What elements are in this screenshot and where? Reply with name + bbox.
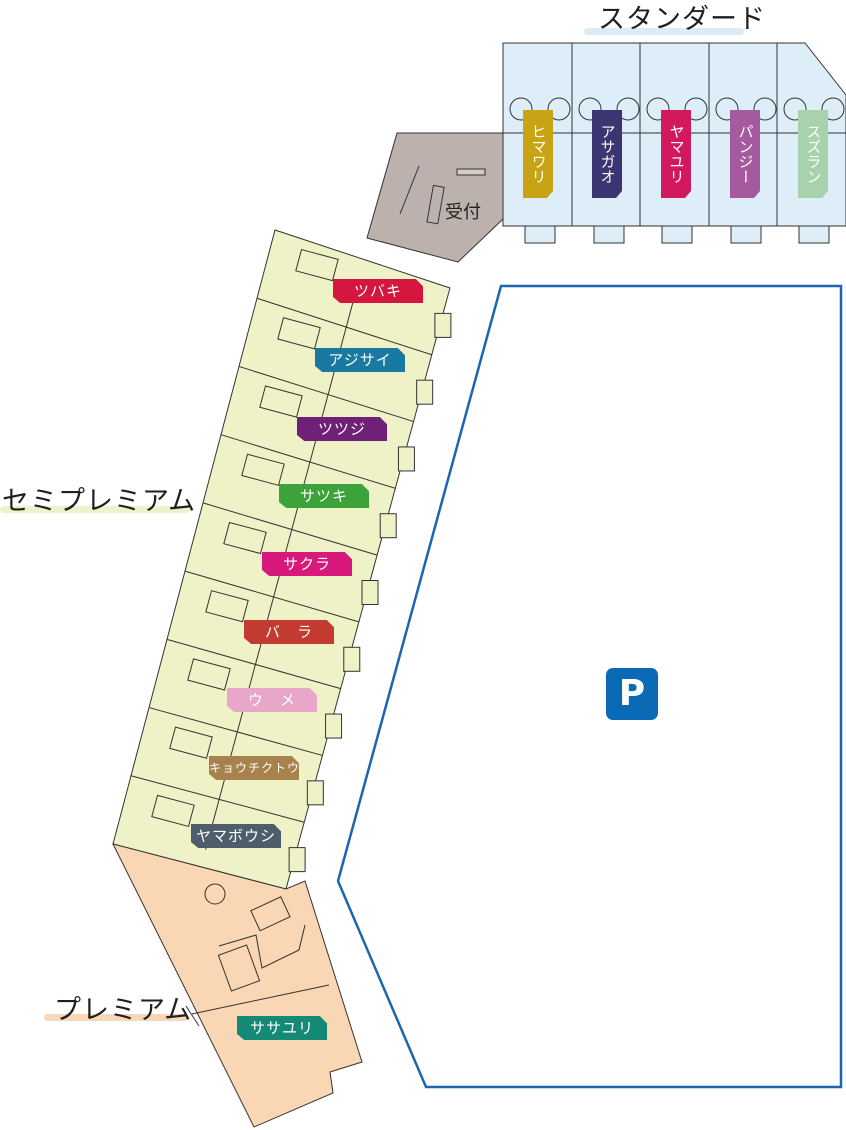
standard-unit-tag[interactable]: パンジー	[730, 110, 760, 198]
reception-building	[366, 132, 504, 263]
standard-bath-circle	[646, 97, 670, 121]
semi-premium-wall	[256, 297, 432, 356]
premium-building	[112, 843, 363, 1128]
standard-bath-circle	[783, 97, 807, 121]
standard-step	[524, 225, 556, 244]
semi-premium-bed	[205, 590, 249, 623]
premium-bed	[217, 944, 261, 992]
standard-bath-circle	[684, 97, 708, 121]
premium-unit-tag[interactable]: ササユリ	[237, 1016, 327, 1040]
semi-premium-unit-tag[interactable]: アジサイ	[315, 348, 405, 372]
premium-category-label: プレミアム	[54, 995, 193, 1026]
semi-premium-unit-tag[interactable]: キョウチクトウ	[209, 756, 299, 780]
standard-step	[730, 225, 762, 244]
standard-bath-circle	[578, 97, 602, 121]
semi-premium-step	[288, 847, 306, 873]
semi-premium-step	[325, 713, 343, 739]
standard-unit-tag[interactable]: スズラン	[798, 110, 828, 198]
premium-wall	[191, 984, 330, 1015]
standard-bath-circle	[753, 97, 777, 121]
standard-unit-tag[interactable]: ヤマユリ	[661, 110, 691, 198]
semi-premium-category-label: セミプレミアム	[2, 486, 197, 517]
semi-premium-bed	[259, 385, 303, 418]
semi-premium-unit-tag[interactable]: ツバキ	[333, 279, 423, 303]
standard-category-label: スタンダード	[598, 4, 766, 35]
premium-furniture	[250, 896, 291, 932]
semi-premium-label-underline	[0, 506, 190, 513]
standard-bath-circle	[715, 97, 739, 121]
standard-bath-circle	[547, 97, 571, 121]
semi-premium-bed	[295, 248, 339, 282]
semi-premium-wall	[202, 502, 378, 556]
semi-premium-unit-tag[interactable]: ヤマボウシ	[191, 824, 281, 848]
standard-step	[661, 225, 693, 244]
semi-premium-step	[343, 646, 361, 672]
reception-counter	[426, 184, 445, 225]
standard-bath-circle	[509, 97, 533, 121]
premium-wall	[218, 924, 306, 969]
standard-step	[798, 225, 830, 244]
semi-premium-step	[397, 446, 415, 472]
semi-premium-unit-tag[interactable]: バ ラ	[244, 620, 334, 644]
semi-premium-unit-tag[interactable]: サクラ	[262, 552, 352, 576]
parking-lot	[336, 284, 843, 1089]
semi-premium-bed	[187, 658, 231, 691]
semi-premium-wall	[166, 638, 341, 690]
premium-wall	[185, 1005, 200, 1027]
standard-step	[593, 225, 625, 244]
semi-premium-step	[306, 780, 324, 806]
semi-premium-unit-tag[interactable]: ツツジ	[297, 417, 387, 441]
standard-bath-circle	[821, 97, 845, 121]
semi-premium-step	[379, 513, 397, 539]
semi-premium-step	[434, 312, 452, 338]
semi-premium-wall	[238, 365, 414, 423]
reception-wall	[399, 165, 420, 215]
premium-bath	[204, 883, 226, 905]
standard-unit-tag[interactable]: ヒマワリ	[523, 110, 553, 198]
standard-label-underline	[584, 28, 744, 35]
semi-premium-wall	[130, 775, 305, 823]
semi-premium-bed	[223, 521, 267, 555]
semi-premium-wall	[184, 570, 360, 623]
parking-sign: P	[606, 668, 658, 720]
premium-label-underline	[44, 1014, 188, 1021]
semi-premium-unit-tag[interactable]: サツキ	[279, 484, 369, 508]
semi-premium-bed	[277, 317, 321, 350]
semi-premium-bed	[169, 726, 213, 759]
semi-premium-bed	[151, 794, 195, 828]
semi-premium-bed	[241, 453, 285, 486]
semi-premium-step	[361, 580, 379, 605]
semi-premium-unit-tag[interactable]: ウ メ	[227, 688, 317, 712]
semi-premium-step	[416, 379, 434, 405]
standard-decorations	[509, 97, 845, 244]
semi-premium-wall	[220, 434, 396, 489]
reception-sign	[456, 168, 486, 176]
semi-premium-decorations	[130, 248, 452, 873]
standard-bath-circle	[616, 97, 640, 121]
reception-label: 受付	[445, 202, 481, 223]
semi-premium-wall	[148, 707, 323, 756]
standard-unit-tag[interactable]: アサガオ	[592, 110, 622, 198]
